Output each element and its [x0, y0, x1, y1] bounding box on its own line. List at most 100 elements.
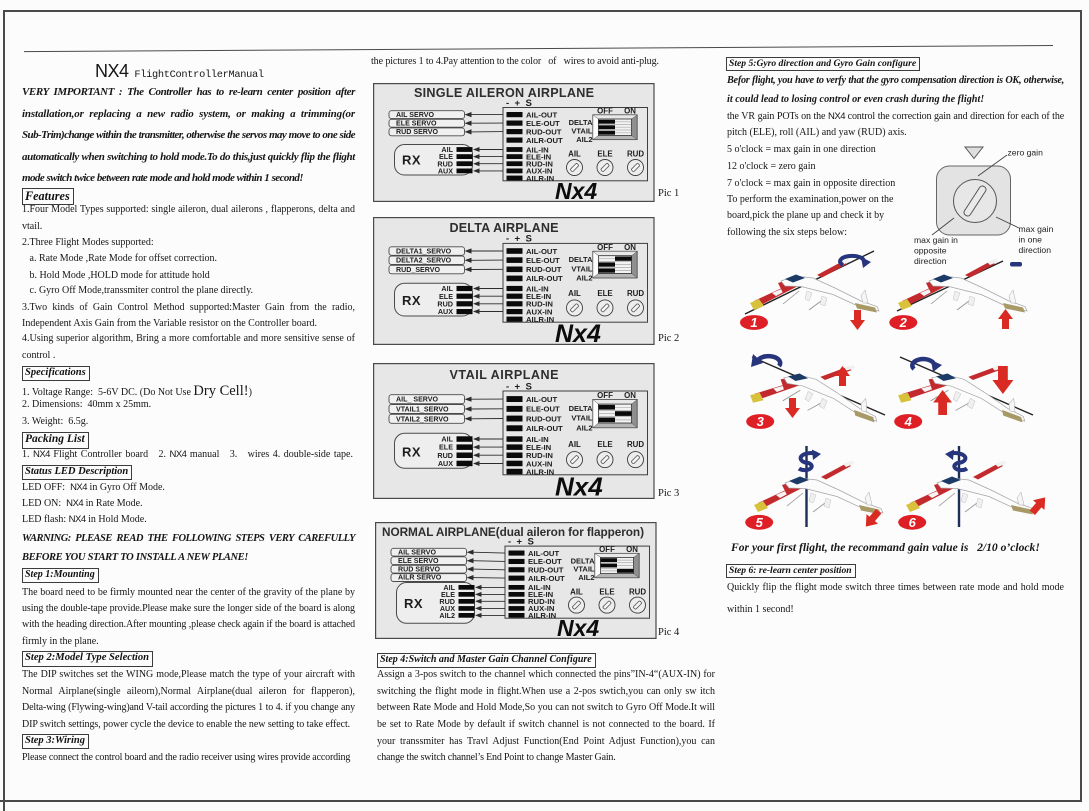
svg-text:AILR-IN: AILR-IN [526, 467, 555, 476]
svg-text:ELE SERVO: ELE SERVO [398, 557, 439, 565]
svg-text:AIL2: AIL2 [576, 135, 592, 144]
svg-text:ELE-IN: ELE-IN [526, 292, 552, 301]
svg-text:zero gain: zero gain [1008, 148, 1044, 158]
svg-text:RUD-IN: RUD-IN [526, 300, 553, 309]
svg-text:ELE: ELE [439, 152, 453, 161]
svg-text:AIL: AIL [568, 289, 581, 298]
svg-text:VTAIL: VTAIL [571, 127, 593, 136]
svg-text:RX: RX [402, 293, 421, 308]
svg-text:RUD: RUD [437, 451, 453, 460]
svg-text:AIL: AIL [570, 587, 583, 596]
svg-text:ELE-IN: ELE-IN [526, 152, 552, 161]
svg-text:in one: in one [1019, 235, 1043, 245]
svg-text:OFF: OFF [597, 107, 613, 116]
svg-text:NORMAL AIRPLANE(dual aileron f: NORMAL AIRPLANE(dual aileron for flapper… [382, 525, 644, 539]
svg-text:AILR-IN: AILR-IN [526, 315, 555, 324]
svg-text:RUD-IN: RUD-IN [528, 597, 555, 606]
svg-text:ON: ON [624, 391, 636, 400]
svg-text:ELE: ELE [597, 150, 612, 159]
svg-text:AIL-IN: AIL-IN [526, 284, 549, 293]
svg-text:VTAIL1_SERVO: VTAIL1_SERVO [396, 406, 449, 414]
svg-text:RX: RX [402, 153, 421, 168]
svg-text:AUX-IN: AUX-IN [526, 307, 553, 316]
svg-text:DELTA: DELTA [571, 556, 595, 565]
svg-text:direction: direction [914, 256, 947, 266]
svg-text:AIL: AIL [568, 150, 581, 159]
svg-text:max gain in: max gain in [914, 235, 958, 245]
svg-text:AILR-IN: AILR-IN [528, 611, 557, 620]
svg-text:RUD-OUT: RUD-OUT [528, 566, 564, 575]
svg-text:RX: RX [402, 444, 421, 459]
svg-text:1: 1 [750, 315, 757, 330]
svg-text:RUD-IN: RUD-IN [526, 451, 553, 460]
svg-text:VTAIL: VTAIL [571, 414, 593, 423]
svg-text:AILR-OUT: AILR-OUT [528, 574, 565, 583]
svg-text:RUD SERVO: RUD SERVO [398, 565, 441, 573]
svg-text:ELE SERVO: ELE SERVO [396, 119, 437, 127]
svg-text:RUD: RUD [629, 587, 646, 596]
svg-text:AIL-IN: AIL-IN [526, 145, 549, 154]
svg-text:RUD: RUD [437, 159, 453, 168]
svg-text:AILR-OUT: AILR-OUT [526, 136, 563, 145]
svg-text:AIL-OUT: AIL-OUT [526, 110, 557, 119]
svg-text:VTAIL: VTAIL [573, 565, 595, 574]
svg-text:DELTA: DELTA [569, 255, 593, 264]
svg-text:RUD: RUD [627, 440, 644, 449]
svg-text:SINGLE AILERON AIRPLANE: SINGLE AILERON AIRPLANE [414, 86, 594, 100]
svg-text:DELTA: DELTA [569, 118, 593, 127]
svg-text:AIL-OUT: AIL-OUT [528, 549, 559, 558]
svg-text:AIL2: AIL2 [578, 573, 594, 582]
svg-text:AUX: AUX [438, 459, 453, 468]
svg-text:OFF: OFF [597, 243, 613, 252]
svg-text:DELTA2_SERVO: DELTA2_SERVO [396, 257, 452, 265]
svg-text:ON: ON [624, 243, 636, 252]
svg-text:Nx4: Nx4 [555, 320, 601, 345]
svg-text:AUX: AUX [438, 307, 453, 316]
svg-text:AUX-IN: AUX-IN [526, 167, 553, 176]
svg-text:RUD-OUT: RUD-OUT [526, 127, 562, 136]
svg-text:5: 5 [756, 515, 764, 530]
svg-text:RUD: RUD [437, 299, 453, 308]
svg-text:VTAIL2_SERVO: VTAIL2_SERVO [396, 415, 449, 423]
svg-text:AIL: AIL [568, 440, 581, 449]
svg-text:RUD-OUT: RUD-OUT [526, 265, 562, 274]
svg-text:OFF: OFF [597, 391, 613, 400]
svg-text:RUD SERVO: RUD SERVO [396, 128, 439, 136]
svg-text:AIL2: AIL2 [576, 274, 592, 283]
svg-text:RUD: RUD [439, 597, 455, 606]
svg-text:AUX-IN: AUX-IN [526, 459, 553, 468]
svg-text:3: 3 [757, 414, 765, 429]
svg-text:VTAIL: VTAIL [571, 264, 593, 273]
svg-text:opposite: opposite [914, 246, 947, 256]
svg-text:ON: ON [624, 107, 636, 116]
svg-text:RUD_SERVO: RUD_SERVO [396, 266, 441, 274]
svg-text:AIL-IN: AIL-IN [526, 435, 549, 444]
svg-text:- + S: - + S [506, 98, 532, 109]
svg-text:ELE-IN: ELE-IN [526, 443, 552, 452]
svg-text:AUX-IN: AUX-IN [528, 604, 555, 613]
svg-text:RX: RX [404, 596, 423, 611]
svg-text:- + S: - + S [506, 234, 532, 245]
svg-text:AIL2: AIL2 [576, 423, 592, 432]
svg-text:AILR-IN: AILR-IN [526, 174, 555, 183]
svg-text:ELE-OUT: ELE-OUT [526, 256, 560, 265]
svg-text:DELTA: DELTA [569, 404, 593, 413]
svg-text:RUD-OUT: RUD-OUT [526, 414, 562, 423]
svg-text:AIL-IN: AIL-IN [528, 583, 551, 592]
svg-text:AIL SERVO: AIL SERVO [396, 111, 434, 119]
svg-text:OFF: OFF [599, 545, 615, 554]
svg-text:Nx4: Nx4 [555, 178, 597, 202]
svg-text:VTAIL AIRPLANE: VTAIL AIRPLANE [450, 368, 559, 382]
svg-text:AUX: AUX [438, 167, 453, 176]
svg-text:max gain: max gain [1019, 224, 1054, 234]
svg-text:AIL-OUT: AIL-OUT [526, 395, 557, 404]
svg-text:AIL: AIL [441, 145, 453, 154]
svg-text:AIL SERVO: AIL SERVO [398, 548, 436, 556]
svg-text:DELTA AIRPLANE: DELTA AIRPLANE [450, 221, 559, 235]
svg-text:AIL: AIL [441, 435, 453, 444]
svg-text:- + S: - + S [508, 537, 534, 548]
svg-text:ELE-IN: ELE-IN [528, 590, 554, 599]
svg-text:ELE: ELE [597, 440, 612, 449]
svg-text:DELTA1_SERVO: DELTA1_SERVO [396, 247, 452, 255]
svg-text:RUD-IN: RUD-IN [526, 160, 553, 169]
